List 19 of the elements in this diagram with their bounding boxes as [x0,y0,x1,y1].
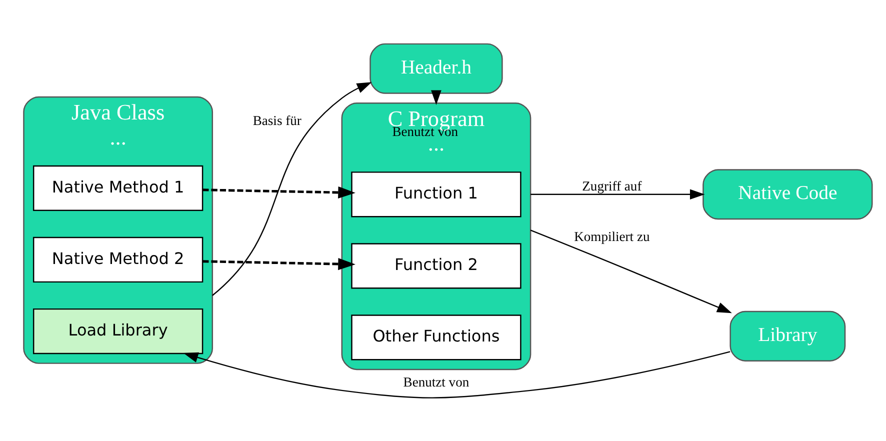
arrow [183,350,730,398]
edge-label: Zugriff auf [582,178,642,193]
arrow [530,188,705,200]
node-box: Library [730,310,846,361]
node-box: Other Functions [351,314,522,360]
arrow [202,257,356,270]
arrow [431,90,442,104]
arrow [530,229,732,313]
node-box: Native Method 1 [32,164,204,211]
node-box: Load Library [32,308,204,354]
edge-label: Kompiliert zu [574,228,650,244]
arrow [212,82,372,296]
edge-label: Benutzt von [403,374,470,389]
node-box: Function 2 [351,242,522,288]
edge-label: Basis für [252,112,302,128]
node-box: Native Code [702,168,873,220]
node-box: Function 1 [351,171,522,217]
arrow [202,186,356,198]
node-box: Native Method 2 [32,236,204,282]
